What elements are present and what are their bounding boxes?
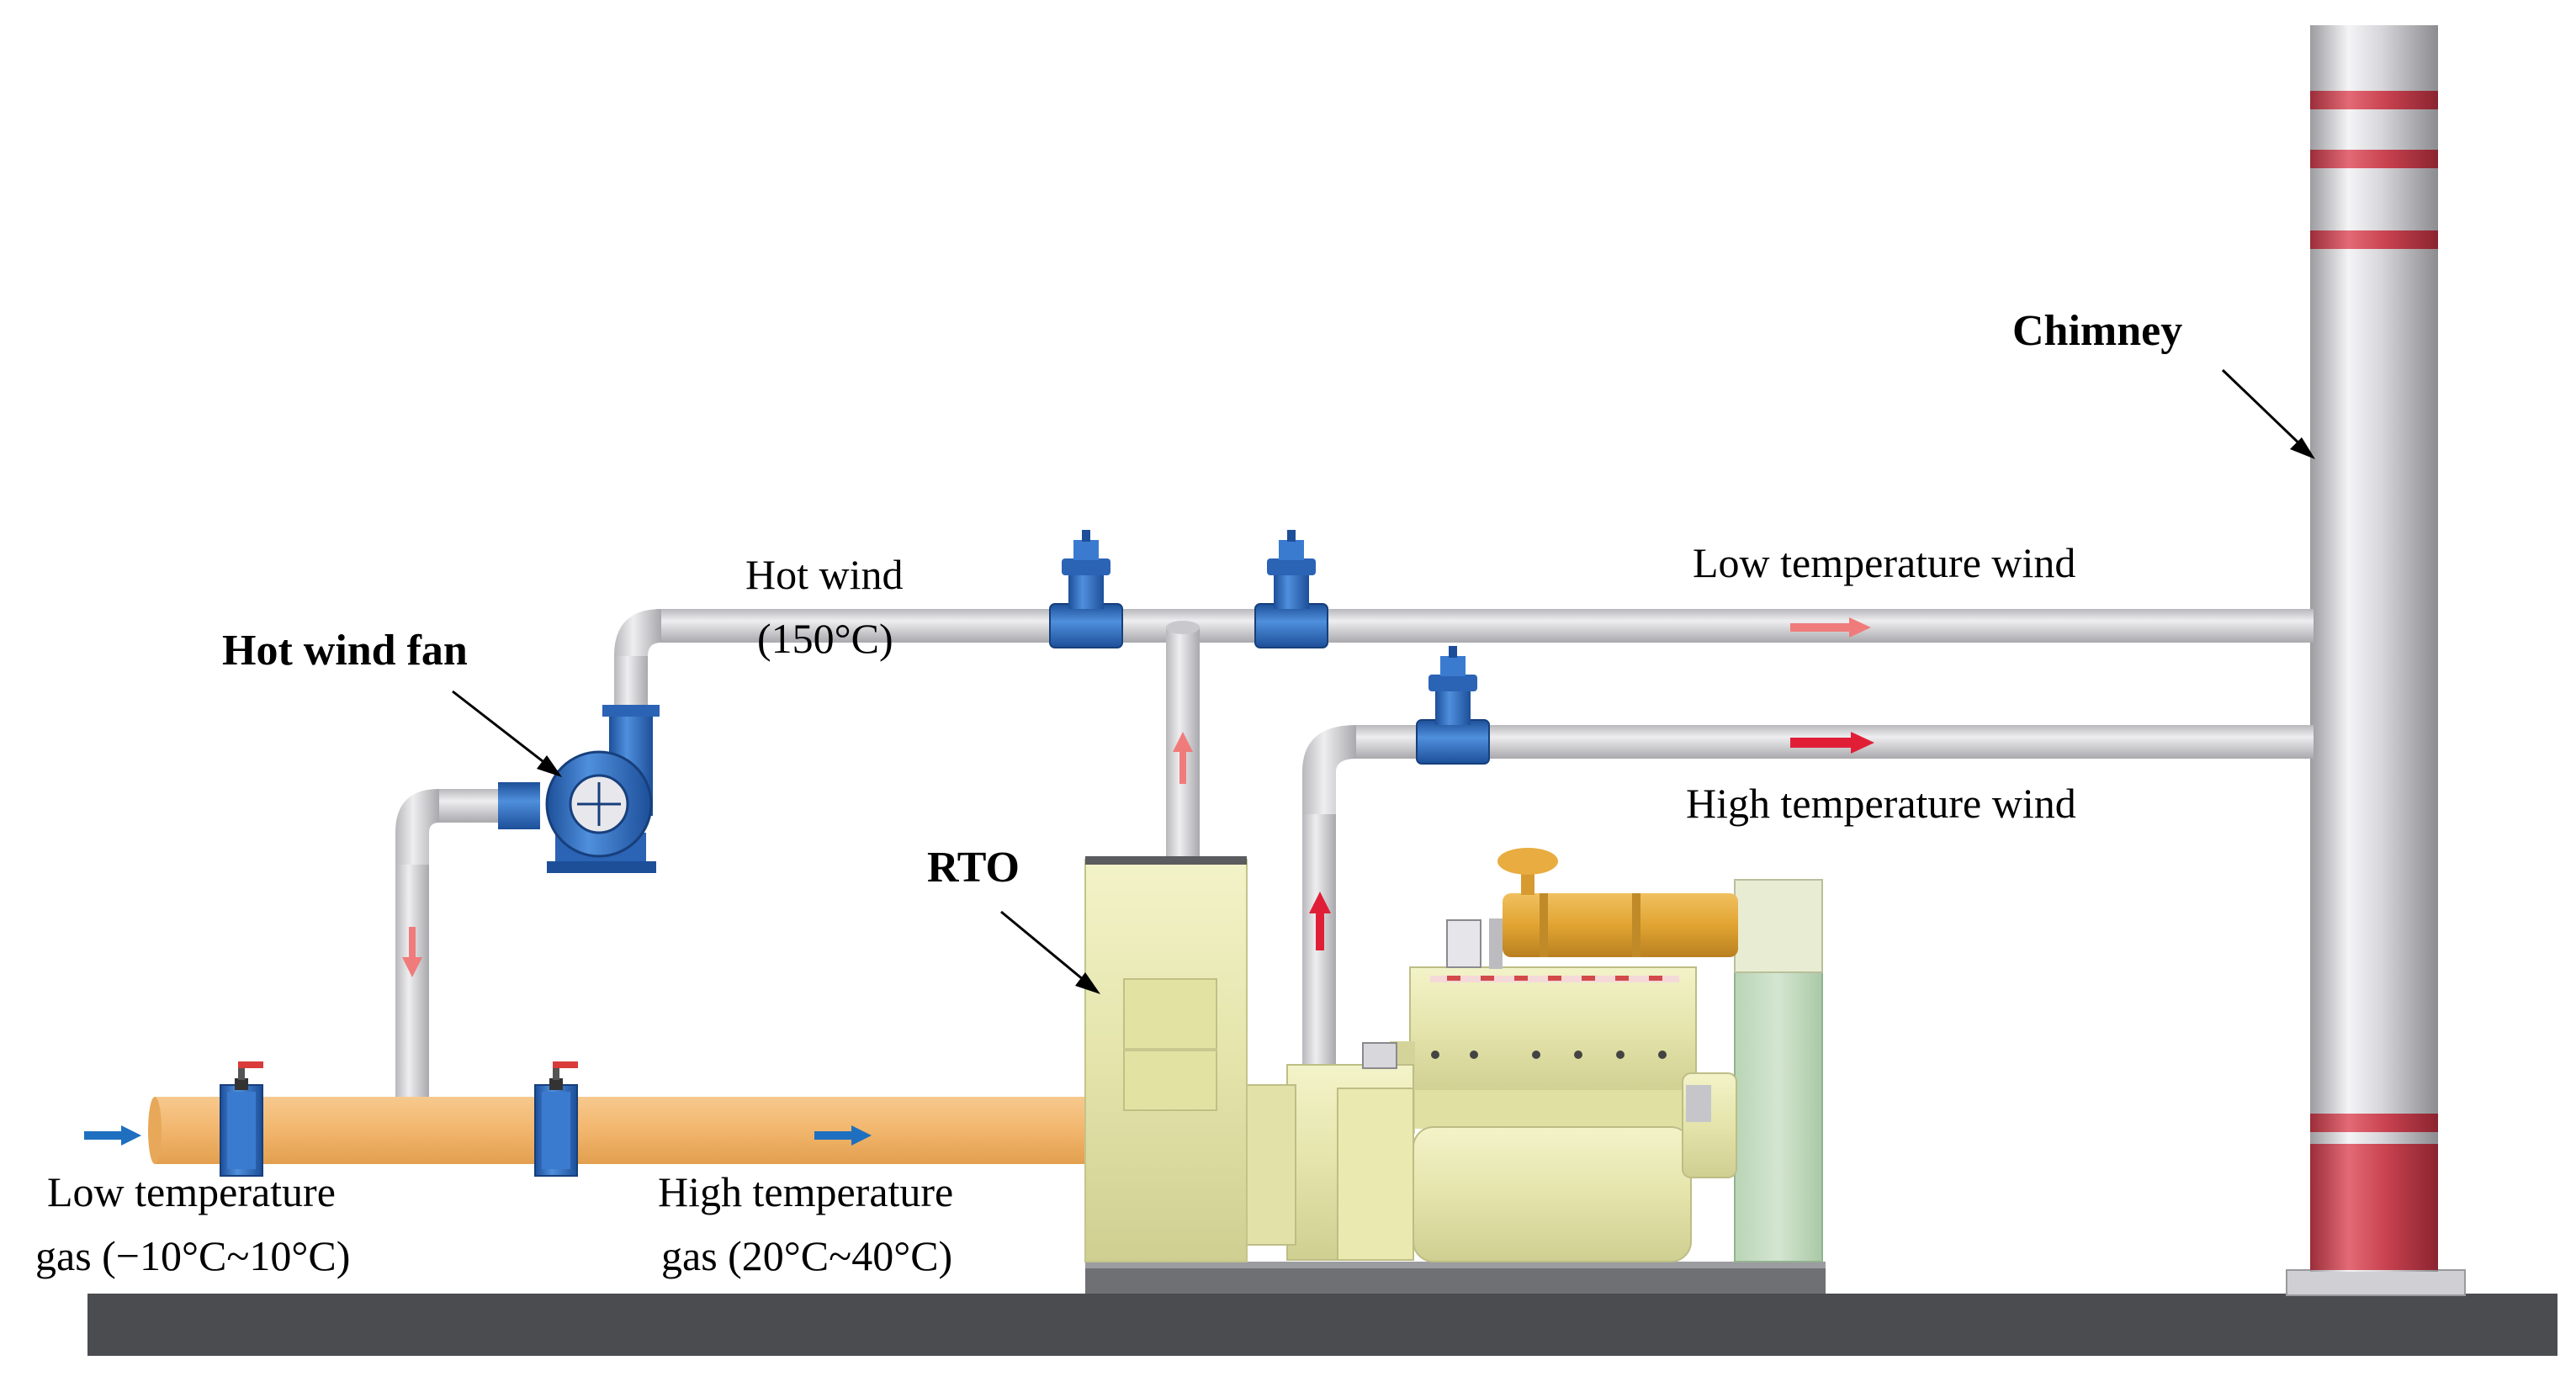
chimney-low-band-2	[2310, 1144, 2438, 1270]
label-hot-wind-fan: Hot wind fan	[222, 627, 468, 675]
flow-arrow-high-temp-wind	[1790, 732, 1874, 754]
rto-unit	[1084, 856, 1248, 1262]
chimney-top-band-2	[2310, 150, 2438, 168]
flow-arrow-high-temp-gas	[814, 1125, 872, 1146]
flow-arrow-low-temp-wind	[1790, 617, 1871, 638]
label-low-temp-gas-line1: Low temperature	[47, 1168, 336, 1215]
hot-wind-valve-2[interactable]	[1254, 530, 1328, 648]
label-high-temp-gas-line2: gas (20°C~40°C)	[661, 1232, 952, 1279]
label-hot-wind-line2: (150°C)	[757, 615, 893, 662]
label-rto: RTO	[927, 844, 1020, 892]
gas-valve-1[interactable]	[220, 1061, 263, 1177]
label-hot-wind-line1: Hot wind	[745, 551, 904, 598]
flow-arrow-inlet-gas	[84, 1125, 141, 1146]
leader-chimney	[2221, 368, 2315, 459]
chimney-low-band-1	[2310, 1114, 2438, 1132]
hot-wind-valve-1[interactable]	[1049, 530, 1123, 648]
label-low-temp-gas-line2: gas (−10°C~10°C)	[35, 1232, 350, 1279]
label-low-temp-wind: Low temperature wind	[1693, 539, 2075, 586]
hot-wind-pipe	[395, 609, 2314, 1115]
label-high-temp-wind: High temperature wind	[1686, 780, 2076, 827]
label-high-temp-gas-line1: High temperature	[658, 1168, 953, 1215]
chimney	[2286, 25, 2466, 1296]
chimney-base	[2286, 1269, 2466, 1296]
high-temp-wind-pipe	[1302, 725, 2314, 1066]
hot-wind-fan[interactable]	[498, 750, 656, 873]
ground-base	[87, 1294, 2557, 1356]
high-temp-wind-valve[interactable]	[1416, 646, 1490, 765]
chimney-top-band-3	[2310, 230, 2438, 249]
gas-valve-2[interactable]	[534, 1061, 578, 1177]
flow-arrow-rto-up	[1173, 732, 1193, 784]
chimney-top-band-1	[2310, 91, 2438, 109]
chimney-stack	[2310, 25, 2438, 1272]
flow-arrow-hot-wind-down	[402, 927, 422, 977]
leader-rto	[1000, 910, 1100, 994]
rto-window	[1123, 978, 1217, 1111]
generator-assembly	[1085, 848, 1826, 1294]
flow-arrow-high-temp-up	[1309, 892, 1331, 950]
leader-hot-wind-fan	[452, 690, 562, 777]
gas-inlet-pipe	[148, 1097, 1089, 1164]
label-chimney: Chimney	[2012, 307, 2182, 355]
